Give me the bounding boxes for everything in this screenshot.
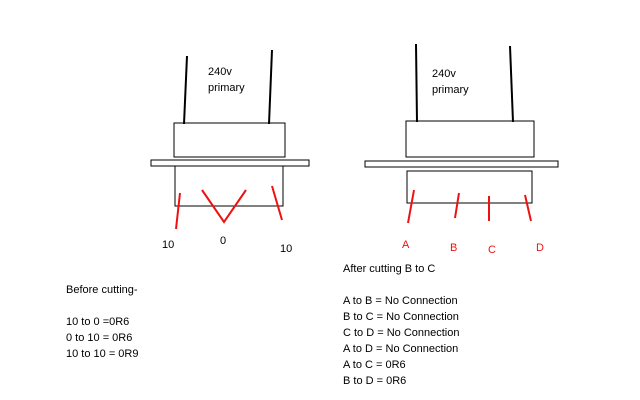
measurement-line: B to C = No Connection (343, 311, 459, 323)
primary-label: primary (432, 84, 469, 96)
measurement-line: 0 to 10 = 0R6 (66, 332, 133, 344)
primary-voltage-label: 240v (432, 68, 456, 80)
secondary-lead-d (524, 194, 532, 222)
measurement-line: A to B = No Connection (343, 295, 458, 307)
notes-title: After cutting B to C (343, 263, 436, 275)
primary-lead-left (183, 55, 188, 125)
secondary-lead-b (454, 192, 460, 219)
secondary-winding-box (174, 165, 284, 207)
primary-lead-left (415, 43, 418, 123)
primary-voltage-label: 240v (208, 66, 232, 78)
measurement-line: A to D = No Connection (343, 343, 459, 355)
terminal-label-0: 0 (220, 235, 226, 247)
measurement-line: A to C = 0R6 (343, 359, 406, 371)
primary-winding-box (405, 120, 535, 158)
terminal-label-10-right: 10 (280, 243, 292, 255)
primary-winding-box (173, 122, 286, 158)
measurement-line: 10 to 10 = 0R9 (66, 348, 139, 360)
terminal-label-b: B (450, 242, 457, 254)
primary-lead-right (268, 49, 273, 125)
transformer-after: 240v primary A B C D (364, 43, 559, 256)
measurement-line: B to D = 0R6 (343, 375, 407, 387)
mounting-plate (150, 159, 310, 167)
transformer-before: 240v primary 10 0 10 (150, 49, 310, 255)
terminal-label-c: C (488, 244, 496, 256)
terminal-label-10-left: 10 (162, 239, 174, 251)
secondary-center-tap-lead (201, 189, 247, 224)
mounting-plate (364, 160, 559, 168)
after-cutting-notes: After cutting B to C A to B = No Connect… (343, 261, 459, 389)
secondary-lead-a (407, 189, 415, 224)
primary-lead-right (509, 45, 514, 123)
notes-title: Before cutting- (66, 284, 138, 296)
secondary-lead-left (175, 192, 181, 230)
secondary-winding-box (406, 170, 533, 204)
secondary-lead-right (271, 185, 283, 221)
before-cutting-notes: Before cutting- 10 to 0 =0R6 0 to 10 = 0… (66, 282, 138, 362)
terminal-label-d: D (536, 242, 544, 254)
primary-label: primary (208, 82, 245, 94)
terminal-label-a: A (402, 239, 410, 251)
measurement-line: C to D = No Connection (343, 327, 460, 339)
measurement-line: 10 to 0 =0R6 (66, 316, 130, 328)
